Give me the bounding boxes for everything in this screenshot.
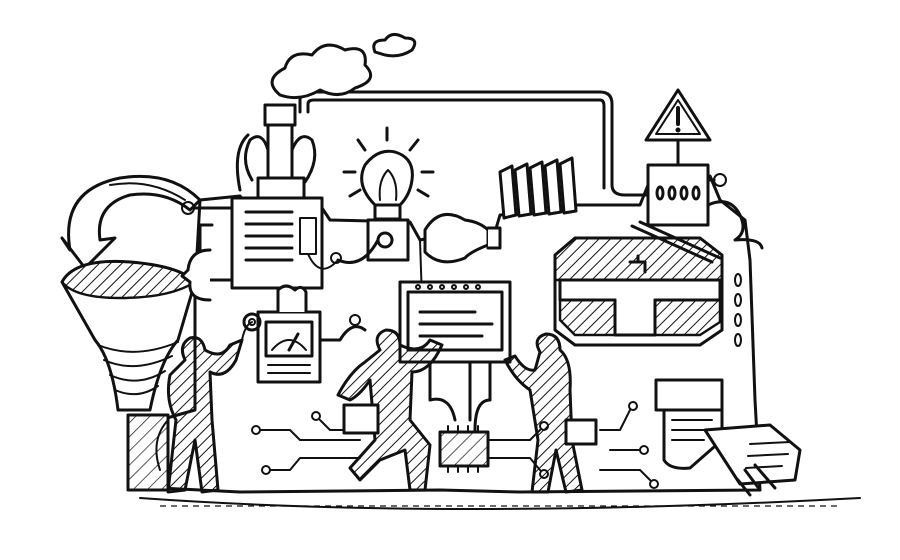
head-profile-icon [180,248,212,302]
worker-figure-icon [503,332,598,494]
light-bulb-icon [330,126,435,264]
processing-chamber [553,220,742,347]
gauge-icon [242,284,367,384]
monitor-icon [398,280,512,432]
ground-shadow [139,497,861,510]
recycle-arrow-icon [60,174,202,270]
worker-figure-icon [336,328,444,492]
paper-output-icon [654,378,802,497]
smokestack-icon [235,90,662,202]
warning-sign-icon [644,88,712,167]
wire-cords [155,321,253,471]
funnel-icon [60,259,197,412]
control-unit [181,196,339,290]
right-tower [646,163,764,250]
cooling-fins [498,156,578,220]
worker-figure-icon [166,336,244,494]
smoke-cloud-icon [270,33,417,100]
tank-icon [423,212,502,264]
base-block-left [126,413,170,492]
